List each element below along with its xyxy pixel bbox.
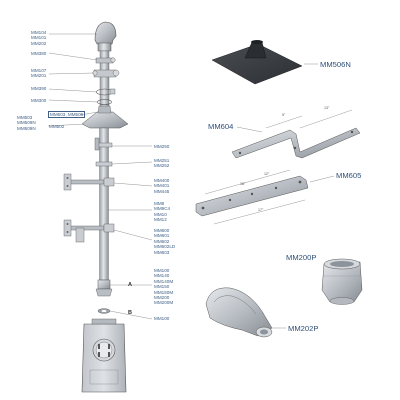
label-line: MM10 — [154, 211, 167, 217]
label-group-weatherhead: MM104 MM101 MM202 — [31, 30, 46, 46]
label-line: MM101 — [31, 35, 47, 41]
insulator-clamp-rack — [92, 69, 120, 78]
part-mm604-image — [231, 109, 361, 159]
label-line: MM107 — [31, 68, 47, 73]
standoff-bracket-upper — [63, 173, 115, 191]
label-line: MM509N — [17, 120, 36, 126]
part-label-mm506n: MM506N — [320, 60, 351, 69]
meter-hub — [95, 279, 113, 297]
label-group-flashing: MM503 MM509N MM509N — [17, 115, 36, 131]
dimension-3: 18" — [240, 182, 246, 186]
callout-letter-a: A — [128, 282, 132, 288]
label-group-flashing-alt: MM502 — [49, 124, 64, 129]
dimension-2: 13" — [324, 106, 330, 110]
label-line: MM150 — [154, 284, 170, 290]
part-label-mm604: MM604 — [208, 122, 234, 131]
label-group-pipe: MM8 MM9C4 MM10 MM12 — [154, 201, 170, 223]
label-line: MM9C4 — [154, 206, 171, 212]
label-line: MM503 — [50, 112, 66, 117]
label-line: MM100 — [154, 268, 170, 273]
hub-gasket — [97, 308, 111, 314]
label-group-clamp-mid: MM390 — [31, 86, 46, 91]
label-line: MM100 — [154, 316, 170, 321]
label-line: MM12 — [154, 217, 167, 223]
label-group-standoff-lower: MM600 MM601 MM602 MM602LD MM603 — [154, 228, 175, 255]
label-group-clamp: MM380 — [31, 51, 46, 56]
label-line: MM8 — [154, 201, 165, 206]
label-line: MM401 — [154, 183, 170, 189]
label-line: MM602 — [154, 238, 170, 244]
label-line: MM601 — [154, 233, 170, 239]
label-group-hub: MM100 MM140 MM140M MM150 MM150M MM200 MM… — [154, 268, 173, 306]
label-line: MM502 — [49, 124, 65, 129]
label-group-strap: MM250 — [154, 144, 169, 149]
part-label-mm605: MM605 — [336, 171, 362, 180]
leader-lines — [47, 33, 153, 320]
label-line: MM150M — [154, 289, 174, 295]
label-line: MM400 — [154, 178, 170, 183]
label-line: MM603 — [154, 249, 170, 255]
dimension-4: 12" — [264, 172, 270, 176]
label-group-rack: MM107 MM201 — [31, 68, 46, 79]
label-group-standoff: MM400 MM401 MM445 — [154, 178, 169, 194]
dimension-5: 17" — [258, 208, 264, 212]
label-line: MM140M — [154, 278, 174, 284]
label-line: MM104 — [31, 30, 47, 35]
part-mm605-image — [195, 169, 335, 225]
dimension-1: 5" — [282, 113, 286, 117]
label-line: MM250 — [154, 144, 170, 149]
flashing-boot — [97, 105, 112, 114]
meter-socket — [81, 318, 127, 393]
part-label-mm200p: MM200P — [286, 253, 317, 262]
label-line: MM201 — [31, 73, 47, 79]
label-line: MM390 — [31, 86, 47, 91]
label-line: MM445 — [154, 188, 170, 194]
callout-letter-b: B — [128, 310, 132, 316]
label-line: MM602LD — [154, 244, 176, 250]
label-group-clamp-low: MM300 — [31, 98, 46, 103]
part-label-mm202p: MM202P — [288, 324, 319, 333]
roof-flashing — [81, 111, 129, 129]
label-line: MM380 — [31, 51, 47, 56]
label-line: MM503 — [17, 115, 33, 120]
label-group-flashing-top: MM503, MM506 — [48, 111, 86, 119]
label-line: MM202 — [31, 40, 47, 46]
label-line: MM506 — [67, 112, 84, 117]
pipe-strap-1 — [94, 137, 113, 151]
label-line: MM600 — [154, 228, 170, 233]
weatherhead — [94, 21, 117, 45]
label-line: MM509N — [17, 125, 36, 131]
part-mm506n-image — [211, 40, 318, 85]
label-line: MM200M — [154, 300, 174, 306]
weatherhead-collar — [97, 42, 112, 52]
standoff-bracket-lower — [63, 219, 115, 243]
label-group-gasket: MM100 — [154, 316, 169, 321]
insulator-clamp-upper — [95, 57, 116, 64]
part-mm200p-image — [321, 258, 363, 305]
mast-assembly — [63, 21, 129, 393]
label-line: MM252 — [154, 163, 170, 169]
label-line: MM251 — [154, 158, 170, 163]
part-mm202p-image — [205, 287, 286, 338]
label-group-strap-2: MM251 MM252 — [154, 158, 169, 169]
label-line: MM140 — [154, 273, 170, 279]
pipe-strap-2 — [95, 161, 113, 167]
label-line: MM200 — [154, 295, 170, 301]
lower-pipe — [99, 127, 109, 281]
label-line: MM300 — [31, 98, 47, 103]
